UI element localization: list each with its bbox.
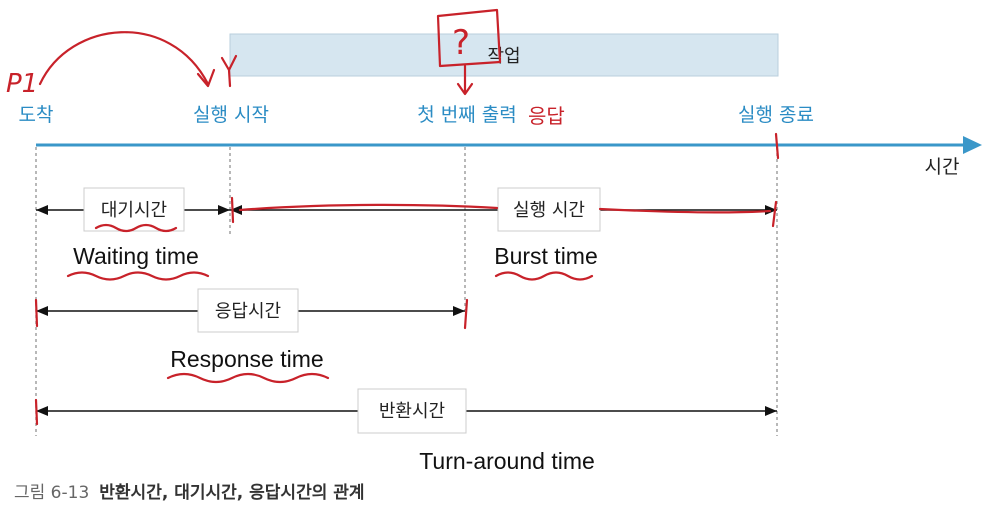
- burst-span-english: Burst time: [494, 243, 598, 269]
- figure-caption: 그림 6-13 반환시간, 대기시간, 응답시간의 관계: [14, 478, 365, 503]
- handwritten-down-arrow: [456, 64, 474, 96]
- event-arrival-label: 도착: [19, 104, 54, 126]
- handwritten-curve-arrow: [38, 31, 210, 86]
- handwritten-tick-response-start: [34, 298, 39, 328]
- task-bar-label: 작업: [487, 46, 520, 67]
- figure-number: 그림 6-13: [14, 483, 90, 503]
- handwritten-underline-waiting-en: [66, 271, 210, 281]
- event-exec-start-label: 실행 시작: [193, 104, 269, 126]
- handwritten-annotations: P1 ? 응답: [6, 8, 780, 426]
- handwritten-burst-overdraw-left: [238, 203, 499, 212]
- handwritten-tick-burst-end: [771, 200, 778, 228]
- handwritten-curve-arrowhead: [196, 68, 216, 88]
- handwritten-start-mark: [220, 54, 238, 88]
- time-axis-arrowhead: [963, 136, 982, 154]
- event-first-output-label: 첫 번째 출력: [417, 104, 516, 126]
- handwritten-p1-mark: P1: [6, 69, 38, 99]
- handwritten-response-note: 응답: [528, 104, 565, 128]
- handwritten-end-tick: [774, 132, 780, 160]
- waiting-span-label: 대기시간: [101, 200, 167, 221]
- turnaround-span-box: [357, 388, 467, 434]
- handwritten-underline-burst-en: [494, 271, 594, 281]
- turnaround-span-label: 반환시간: [379, 401, 445, 422]
- burst-span-label: 실행 시간: [513, 200, 585, 221]
- response-span-box: [197, 288, 299, 333]
- response-span-english: Response time: [170, 346, 323, 372]
- response-span-label: 응답시간: [215, 301, 281, 322]
- waiting-span-english: Waiting time: [73, 243, 199, 269]
- handwritten-underline-response-en: [166, 372, 330, 384]
- turnaround-span-english: Turn-around time: [419, 448, 595, 474]
- handwritten-question-mark: ?: [452, 23, 470, 63]
- handwritten-question-box: [436, 8, 502, 68]
- waiting-span-box: [83, 187, 185, 232]
- event-exec-end-label: 실행 종료: [738, 104, 814, 126]
- handwritten-tick-response-end: [463, 298, 469, 330]
- handwritten-tick-turnaround-start: [34, 398, 39, 426]
- task-bar: [229, 33, 779, 77]
- handwritten-underline-waiting-kr: [94, 223, 178, 233]
- figure-caption-text: 반환시간, 대기시간, 응답시간의 관계: [99, 483, 365, 503]
- time-axis-label: 시간: [925, 156, 960, 178]
- handwritten-tick-waiting-end: [230, 196, 235, 224]
- burst-span-box: [497, 187, 601, 232]
- handwritten-burst-overdraw-right: [598, 207, 772, 214]
